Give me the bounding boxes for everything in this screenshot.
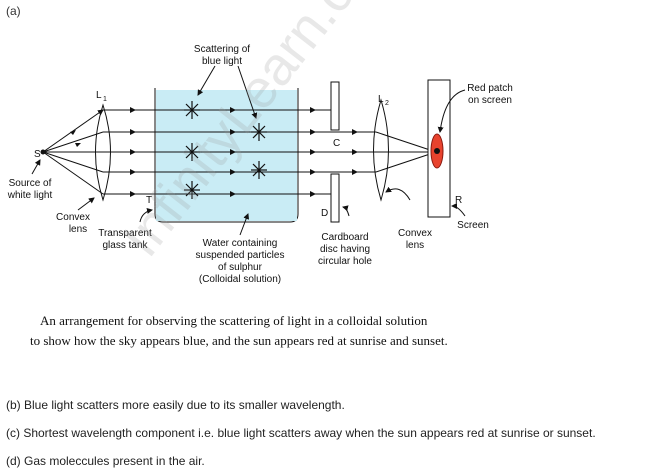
part-label: (a) [6, 4, 21, 18]
label-source: white light [7, 190, 53, 201]
label-tank: glass tank [102, 240, 148, 251]
label-convex-lens: lens [69, 224, 87, 235]
label-water: Water containing [203, 238, 278, 249]
svg-text:1: 1 [103, 96, 107, 103]
label-t: T [146, 195, 152, 206]
label-l2: L [378, 94, 384, 105]
label-scattering: blue light [202, 56, 242, 67]
convex-lens-l2 [373, 98, 389, 202]
source-point [40, 149, 46, 155]
ray-arrows [70, 107, 358, 197]
label-tank: Transparent [98, 228, 152, 239]
svg-text:2: 2 [385, 100, 389, 107]
glass-tank [154, 88, 299, 223]
label-cardboard: Cardboard [321, 232, 368, 243]
label-screen: Screen [457, 220, 489, 231]
label-red-patch: Red patch [467, 83, 513, 94]
label-convex-lens-2: Convex [398, 228, 432, 239]
colloidal-solution [156, 90, 297, 221]
cardboard-bottom [330, 173, 340, 223]
label-water: (Colloidal solution) [199, 274, 281, 285]
label-d: D [321, 208, 328, 219]
label-r: R [455, 195, 462, 206]
label-scattering: Scattering of [194, 44, 250, 55]
answer-d: (d) Gas moleccules present in the air. [6, 454, 205, 468]
label-l1: L [96, 90, 102, 101]
label-c: C [333, 138, 340, 149]
label-s: S [34, 149, 41, 160]
answer-b: (b) Blue light scatters more easily due … [6, 398, 345, 412]
caption-line: to show how the sky appears blue, and th… [30, 333, 448, 348]
label-water: of sulphur [218, 262, 263, 273]
scattering-diagram: Scattering of blue light L 1 L 2 S Sourc… [7, 44, 513, 285]
scattering-particles [184, 101, 267, 199]
convex-lens-l1 [95, 103, 111, 202]
caption-line: An arrangement for observing the scatter… [40, 313, 428, 328]
label-water: suspended particles [196, 250, 285, 261]
pointer-arrows [31, 65, 466, 236]
label-source: Source of [9, 178, 52, 189]
light-rays [42, 109, 437, 195]
cardboard-top [330, 81, 340, 131]
label-convex-lens: Convex [56, 212, 90, 223]
label-convex-lens-2: lens [406, 240, 424, 251]
label-red-patch: on screen [468, 95, 512, 106]
label-cardboard: circular hole [318, 256, 372, 267]
answer-c: (c) Shortest wavelength component i.e. b… [6, 426, 596, 440]
label-cardboard: disc having [320, 244, 370, 255]
